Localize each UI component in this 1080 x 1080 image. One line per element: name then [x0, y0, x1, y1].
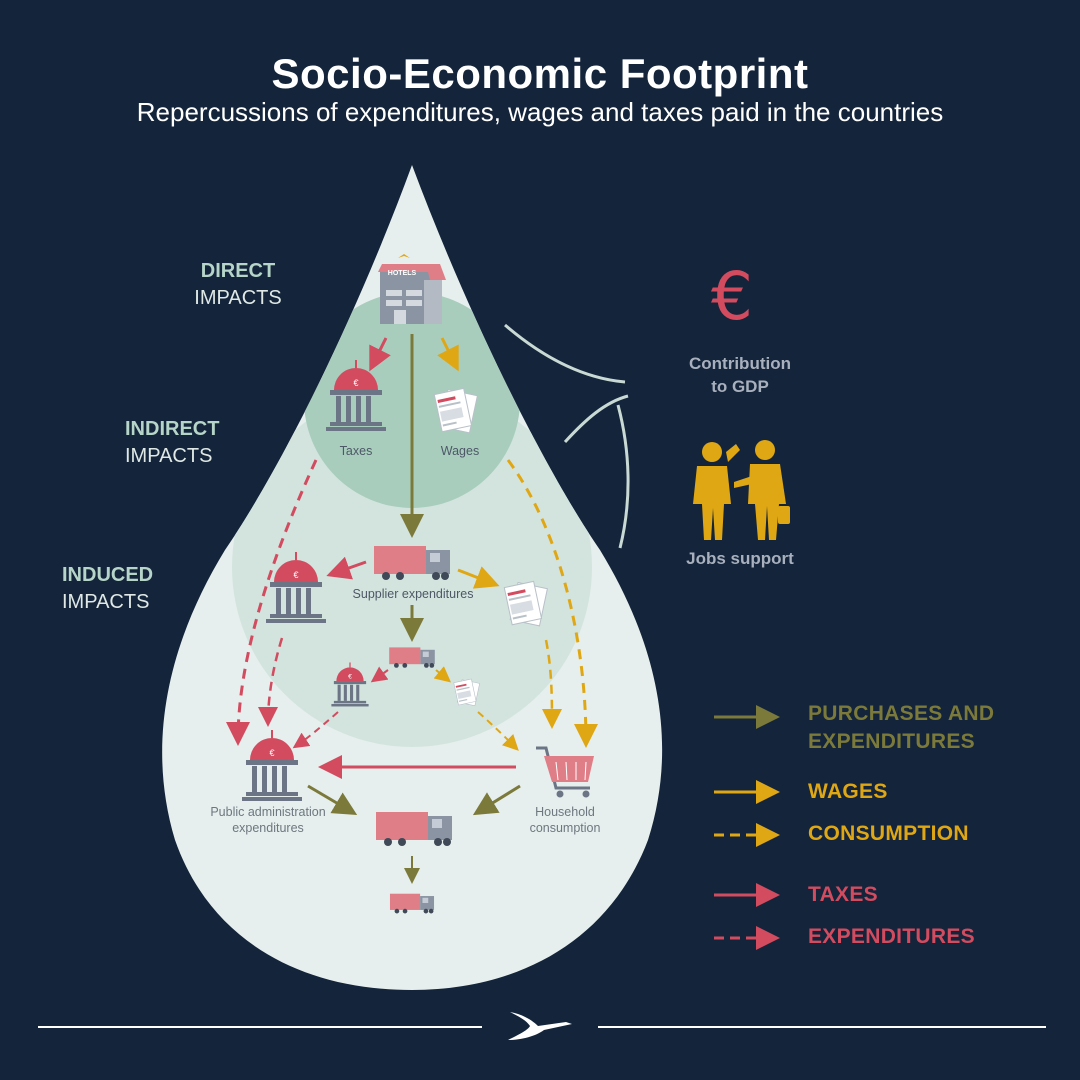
indirect-normal: IMPACTS	[125, 445, 213, 467]
wages3-to-household-dashed	[477, 711, 519, 751]
public-label-line1: Public administration	[210, 805, 325, 819]
jobs-support-label: Jobs support	[686, 549, 794, 568]
gdp-connector-2	[563, 394, 629, 444]
induced-normal: IMPACTS	[62, 591, 150, 613]
bank-to-public-dashed	[258, 637, 284, 727]
smallbank-to-public-dashed	[292, 711, 339, 749]
small-bank-icon: €	[330, 661, 370, 708]
gdp-line1: Contribution	[689, 354, 791, 373]
induced-bold: INDUCED	[62, 564, 154, 586]
page-subtitle: Repercussions of expenditures, wages and…	[136, 97, 944, 127]
taxes-to-public-dashed	[226, 459, 318, 746]
hotel-to-taxes-arrow	[369, 337, 391, 372]
euro-symbol-icon: €	[711, 258, 753, 335]
legend-arrows	[714, 705, 780, 950]
shopping-cart-icon	[536, 746, 594, 798]
euro-badge: €	[269, 748, 274, 758]
jobs-connector	[616, 404, 630, 549]
euro-badge: €	[348, 674, 352, 681]
euro-badge: €	[293, 570, 298, 580]
legend-consumption-label: CONSUMPTION	[808, 822, 969, 845]
direct-normal: IMPACTS	[194, 287, 282, 309]
legend-wages-label: WAGES	[808, 780, 888, 803]
wages-label: Wages	[441, 444, 479, 458]
indirect-impacts-label: INDIRECT IMPACTS	[125, 416, 245, 470]
hotel-sign: HOTELS	[388, 270, 417, 277]
gdp-connector-1	[504, 323, 626, 384]
page-title: Socio-Economic Footprint	[271, 50, 809, 97]
bird-logo-icon	[508, 1012, 572, 1040]
subsupplier-to-wages-arrow	[433, 666, 452, 683]
indirect-bold: INDIRECT	[125, 418, 220, 440]
indirect-wages-papers-icon	[503, 580, 548, 627]
subsupplier-to-taxes-arrow	[370, 666, 389, 683]
direct-bold: DIRECT	[200, 260, 276, 282]
legend-purchases-line2: EXPENDITURES	[808, 730, 975, 753]
taxes-bank-icon: €	[325, 359, 387, 432]
legend-expenditures-label: EXPENDITURES	[808, 925, 975, 948]
wages2-to-household-dashed	[541, 639, 562, 729]
supplier-to-taxes-arrow	[326, 556, 367, 580]
flow-arrows	[226, 334, 598, 884]
household-to-truck-arrow	[472, 784, 521, 816]
wages-papers-icon	[433, 387, 478, 434]
household-label-line2: consumption	[530, 821, 601, 835]
taxes-label: Taxes	[340, 444, 373, 458]
small-wages-papers-icon	[453, 678, 480, 707]
public-to-truck-arrow	[307, 784, 358, 816]
legend-purchases-line1: PURCHASES AND	[808, 702, 995, 725]
legend-taxes-label: TAXES	[808, 883, 878, 906]
legend-purchases-label: PURCHASES AND EXPENDITURES	[808, 700, 994, 756]
gdp-contribution-label: Contribution to GDP	[670, 352, 810, 398]
supplier-to-wages-arrow	[457, 566, 500, 589]
gdp-line2: to GDP	[711, 377, 769, 396]
wages-to-household-dashed	[506, 459, 598, 748]
euro-badge: €	[353, 378, 358, 388]
induced-impacts-label: INDUCED IMPACTS	[62, 562, 182, 616]
supplier-label: Supplier expenditures	[353, 587, 474, 601]
public-label-line2: expenditures	[232, 821, 304, 835]
hotel-icon: HOTELS	[378, 254, 446, 324]
public-bank-icon: €	[241, 729, 303, 802]
household-label-line1: Household	[535, 805, 595, 819]
jobs-people-icon	[693, 440, 790, 540]
hotel-to-wages-arrow	[437, 337, 459, 372]
direct-impacts-label: DIRECT IMPACTS	[186, 258, 290, 312]
indirect-bank-icon: €	[265, 551, 327, 624]
